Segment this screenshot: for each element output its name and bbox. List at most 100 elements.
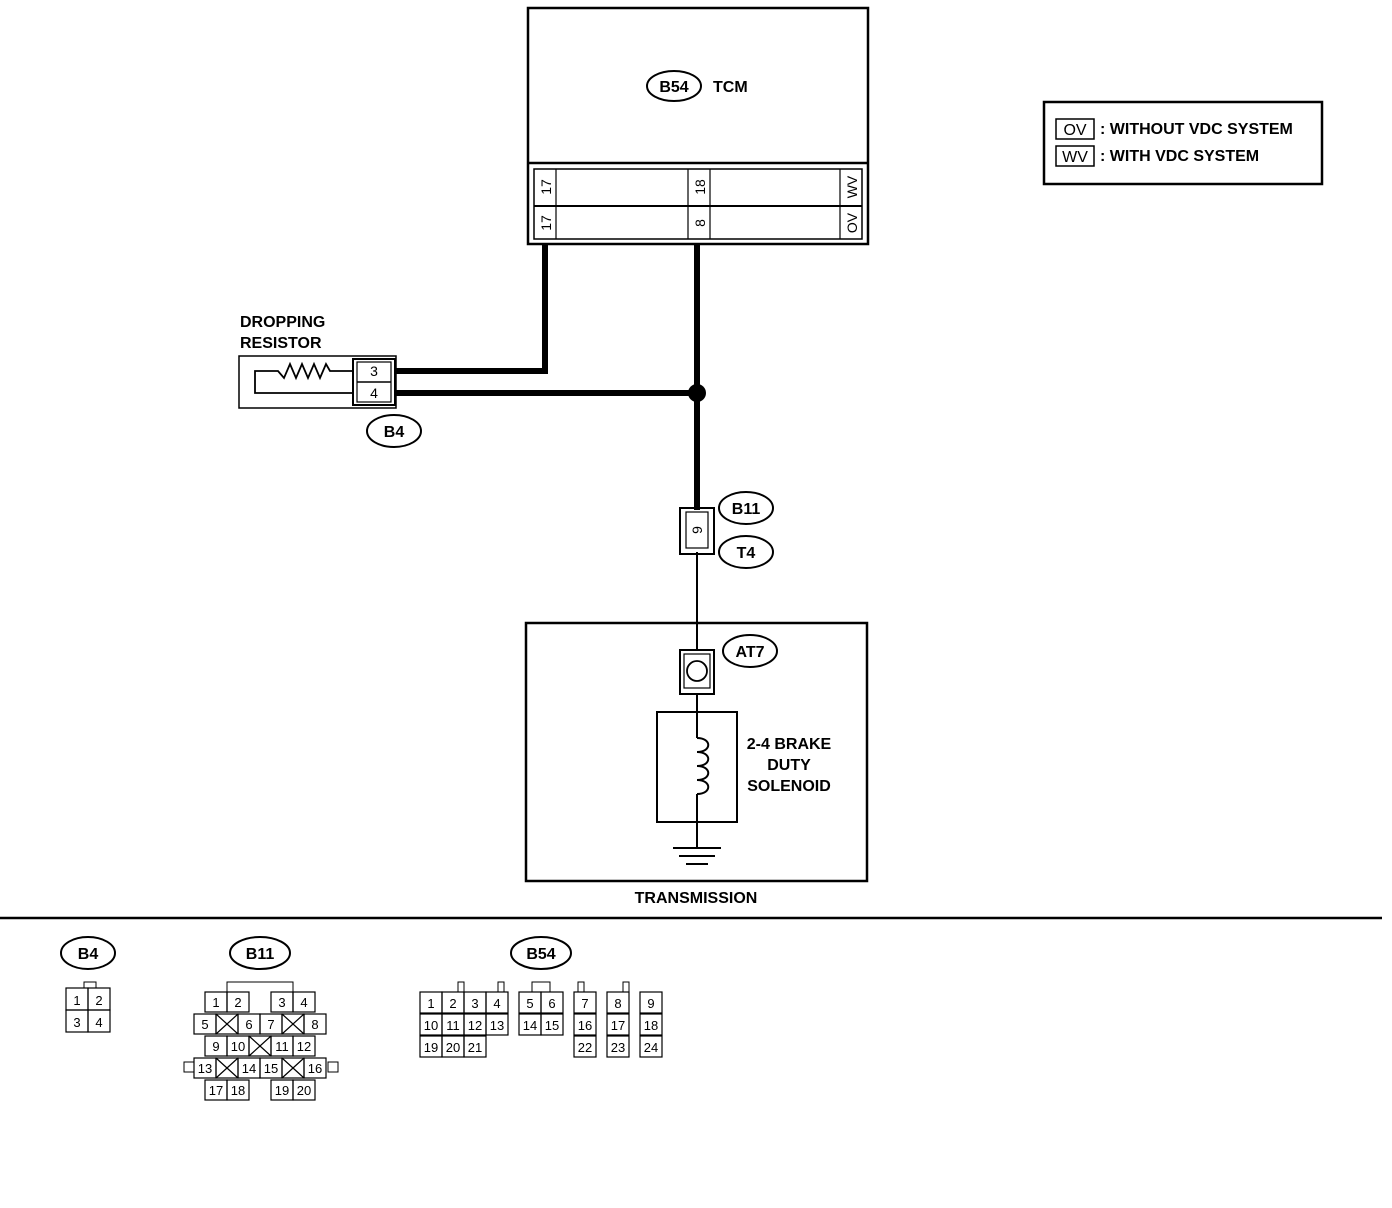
pin-cell <box>485 991 509 1014</box>
wires <box>396 244 706 848</box>
pin-label: 5 <box>201 1017 208 1032</box>
pin-label: 16 <box>578 1018 592 1033</box>
pin-label: 12 <box>468 1018 482 1033</box>
pin-label: 1 <box>212 995 219 1010</box>
tcm-pin-bottom-8: 8 <box>692 219 708 227</box>
blank-pin-cell <box>248 1035 272 1057</box>
blank-pin-cross <box>281 1057 305 1079</box>
pin-label: 11 <box>275 1039 289 1054</box>
pin-label: 19 <box>275 1083 289 1098</box>
solenoid-line3: SOLENOID <box>747 778 831 795</box>
legend-code-ov: OV <box>1063 122 1086 139</box>
tcm-connector-label: B54 <box>659 79 688 96</box>
pin-label: 10 <box>231 1039 245 1054</box>
dropping-resistor: DROPPING RESISTOR 3 4 B4 <box>238 314 422 448</box>
pin-label: 13 <box>490 1018 504 1033</box>
transmission-label: TRANSMISSION <box>635 890 758 907</box>
joint-connector-top: B11 <box>732 501 761 518</box>
pin-label: 15 <box>545 1018 559 1033</box>
pin-cell <box>292 1079 316 1101</box>
pin-cell <box>606 991 630 1014</box>
joint-connector: 9 B11 T4 <box>679 491 774 569</box>
blank-pin-cell <box>215 1057 239 1079</box>
transmission-connector: AT7 <box>735 644 764 661</box>
resistor-title-line2: RESISTOR <box>240 335 322 352</box>
legend-text-ov: : WITHOUT VDC SYSTEM <box>1100 121 1293 138</box>
pin-label: 24 <box>644 1040 658 1055</box>
pin-label: 15 <box>264 1061 278 1076</box>
pin-cell <box>606 1035 630 1058</box>
pin-label: 1 <box>73 993 80 1008</box>
resistor-symbol <box>254 361 353 394</box>
pin-cell <box>87 1009 111 1033</box>
pin-label: 14 <box>523 1018 537 1033</box>
pin-label: 22 <box>578 1040 592 1055</box>
blank-pin-cross <box>215 1013 239 1035</box>
pin-label: 6 <box>245 1017 252 1032</box>
pin-label: 21 <box>468 1040 482 1055</box>
pin-cell <box>606 1013 630 1036</box>
pin-label: 4 <box>95 1015 102 1030</box>
pin-cell <box>292 991 316 1013</box>
transmission-unit: TRANSMISSION AT7 2-4 BRAKE DUTY SOLENOID <box>524 621 869 907</box>
pin-cell <box>639 1013 663 1036</box>
pin-cell <box>639 1035 663 1058</box>
pin-label: 9 <box>212 1039 219 1054</box>
pin-cell <box>485 1013 509 1036</box>
pin-label: 3 <box>73 1015 80 1030</box>
legend-code-wv: WV <box>1062 149 1088 166</box>
pin-label: 3 <box>471 996 478 1011</box>
pin-label: 18 <box>231 1083 245 1098</box>
b54-connector-badge <box>646 70 702 102</box>
pin-cell <box>540 991 564 1014</box>
pin-label: 5 <box>526 996 533 1011</box>
pin-label: 17 <box>209 1083 223 1098</box>
tcm-pin-top-18: 18 <box>692 179 708 195</box>
pin-label: 12 <box>297 1039 311 1054</box>
pin-label: 2 <box>449 996 456 1011</box>
ground-icon <box>673 847 721 865</box>
pin-label: 20 <box>297 1083 311 1098</box>
b54-face-title: B54 <box>526 946 555 963</box>
joint-connector-bottom: T4 <box>737 545 756 562</box>
pin-label: 20 <box>446 1040 460 1055</box>
splice-point <box>688 384 706 402</box>
pin-label: 2 <box>234 995 241 1010</box>
pin-cell <box>573 1035 597 1058</box>
pin-label: 4 <box>300 995 307 1010</box>
pin-label: 19 <box>424 1040 438 1055</box>
pin-label: 23 <box>611 1040 625 1055</box>
legend-text-wv: : WITH VDC SYSTEM <box>1100 148 1259 165</box>
solenoid-line1: 2-4 BRAKE <box>747 736 832 753</box>
tcm-pin-bottom-ov: OV <box>844 212 860 233</box>
resistor-connector-label: B4 <box>384 424 405 441</box>
pin-label: 1 <box>427 996 434 1011</box>
pin-cell <box>226 991 250 1013</box>
tcm-unit: B54 TCM 17 18 WV 17 8 OV <box>526 6 870 246</box>
pin-cell <box>540 1013 564 1036</box>
pin-label: 6 <box>548 996 555 1011</box>
pin-label: 16 <box>308 1061 322 1076</box>
pin-label: 7 <box>267 1017 274 1032</box>
solenoid-coil-icon <box>696 737 710 795</box>
pin-label: 10 <box>424 1018 438 1033</box>
b4-face-title: B4 <box>78 946 99 963</box>
pin-label: 7 <box>581 996 588 1011</box>
joint-pin-9: 9 <box>689 526 705 534</box>
pin-label: 4 <box>493 996 500 1011</box>
pin-cell <box>292 1035 316 1057</box>
pin-label: 8 <box>614 996 621 1011</box>
at7-terminal-icon <box>686 660 708 682</box>
resistor-pin-3: 3 <box>370 363 378 379</box>
pin-label: 2 <box>95 993 102 1008</box>
b11-face-title: B11 <box>246 946 275 963</box>
blank-pin-cell <box>281 1013 305 1035</box>
t4-connector-badge <box>718 535 774 569</box>
pin-cell <box>573 991 597 1014</box>
tcm-pin-bottom-17: 17 <box>538 215 554 231</box>
pin-label: 14 <box>242 1061 256 1076</box>
